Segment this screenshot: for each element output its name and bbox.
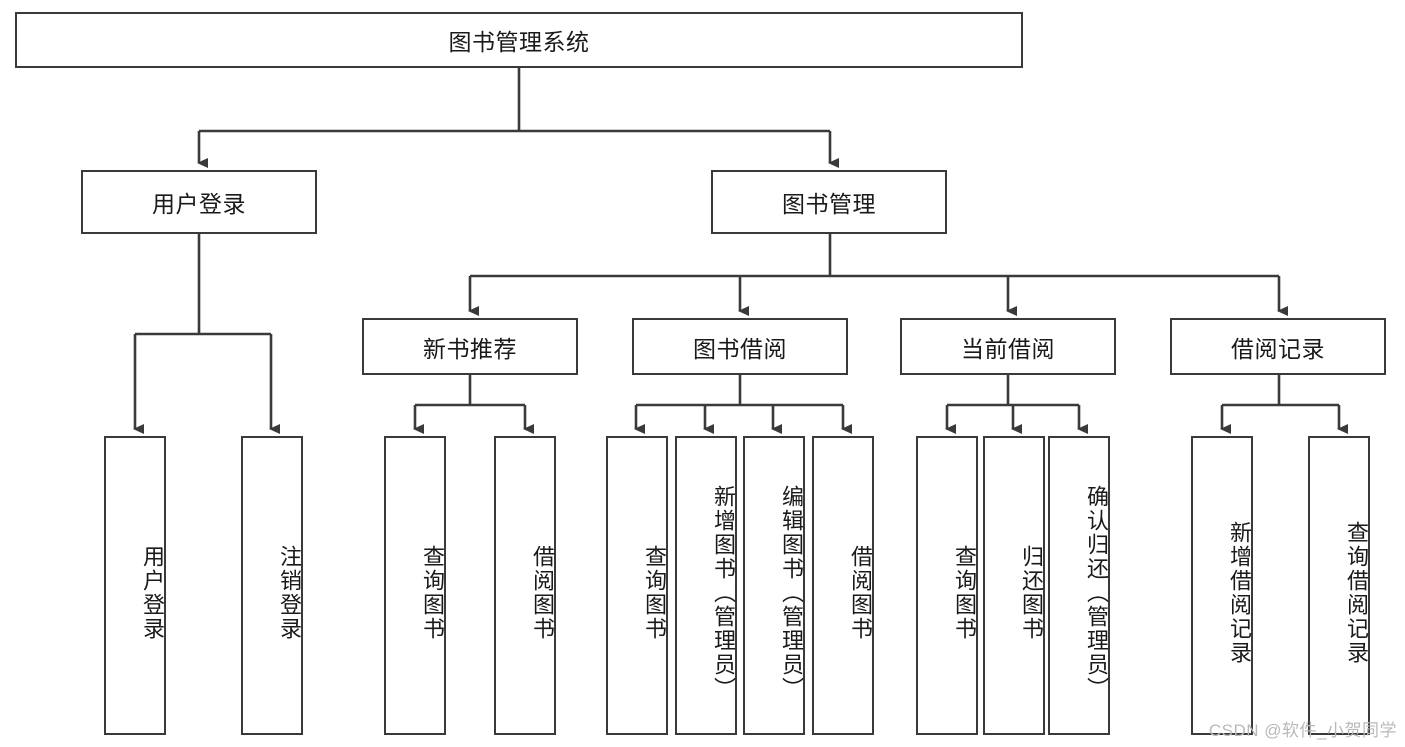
node-leaf-query-book-current[interactable]: 查询图书	[916, 436, 978, 735]
node-label: 新增图书（管理员）	[711, 484, 736, 701]
node-leaf-edit-book-admin[interactable]: 编辑图书（管理员）	[743, 436, 805, 735]
node-label: 借阅图书	[530, 544, 555, 641]
node-borrow-record[interactable]: 借阅记录	[1170, 318, 1386, 375]
node-label: 查询图书	[642, 544, 667, 641]
node-label: 查询图书	[420, 544, 445, 641]
node-label: 归还图书	[1019, 544, 1044, 641]
node-label: 借阅记录	[1231, 335, 1325, 362]
node-new-book-recommend[interactable]: 新书推荐	[362, 318, 578, 375]
watermark: CSDN @软件_小贺同学	[1208, 721, 1397, 740]
node-book-borrow[interactable]: 图书借阅	[632, 318, 848, 375]
node-label: 借阅图书	[848, 544, 873, 641]
node-leaf-return-book[interactable]: 归还图书	[983, 436, 1045, 735]
node-leaf-borrow-book[interactable]: 借阅图书	[812, 436, 874, 735]
node-current-borrow[interactable]: 当前借阅	[900, 318, 1116, 375]
node-label: 新增借阅记录	[1227, 520, 1252, 665]
node-user-login[interactable]: 用户登录	[81, 170, 317, 234]
node-leaf-logout[interactable]: 注销登录	[241, 436, 303, 735]
node-root-system[interactable]: 图书管理系统	[15, 12, 1023, 68]
node-leaf-add-borrow-record[interactable]: 新增借阅记录	[1191, 436, 1253, 735]
node-label: 用户登录	[140, 544, 165, 641]
node-label: 当前借阅	[961, 335, 1055, 362]
node-leaf-user-login[interactable]: 用户登录	[104, 436, 166, 735]
node-leaf-query-book-recommend[interactable]: 查询图书	[384, 436, 446, 735]
node-leaf-add-book-admin[interactable]: 新增图书（管理员）	[675, 436, 737, 735]
node-label: 图书借阅	[693, 335, 787, 362]
node-label: 新书推荐	[423, 335, 517, 362]
node-label: 注销登录	[277, 544, 302, 641]
node-leaf-query-book-borrow[interactable]: 查询图书	[606, 436, 668, 735]
node-leaf-borrow-book-recommend[interactable]: 借阅图书	[494, 436, 556, 735]
node-leaf-query-borrow-record[interactable]: 查询借阅记录	[1308, 436, 1370, 735]
node-label: 图书管理系统	[448, 29, 590, 55]
node-label: 图书管理	[782, 191, 876, 217]
node-label: 查询借阅记录	[1344, 520, 1369, 665]
node-label: 查询图书	[952, 544, 977, 641]
node-label: 编辑图书（管理员）	[779, 484, 804, 701]
node-label: 用户登录	[152, 191, 246, 217]
node-book-management[interactable]: 图书管理	[711, 170, 947, 234]
node-leaf-confirm-return-admin[interactable]: 确认归还（管理员）	[1048, 436, 1110, 735]
node-label: 确认归还（管理员）	[1084, 484, 1109, 701]
